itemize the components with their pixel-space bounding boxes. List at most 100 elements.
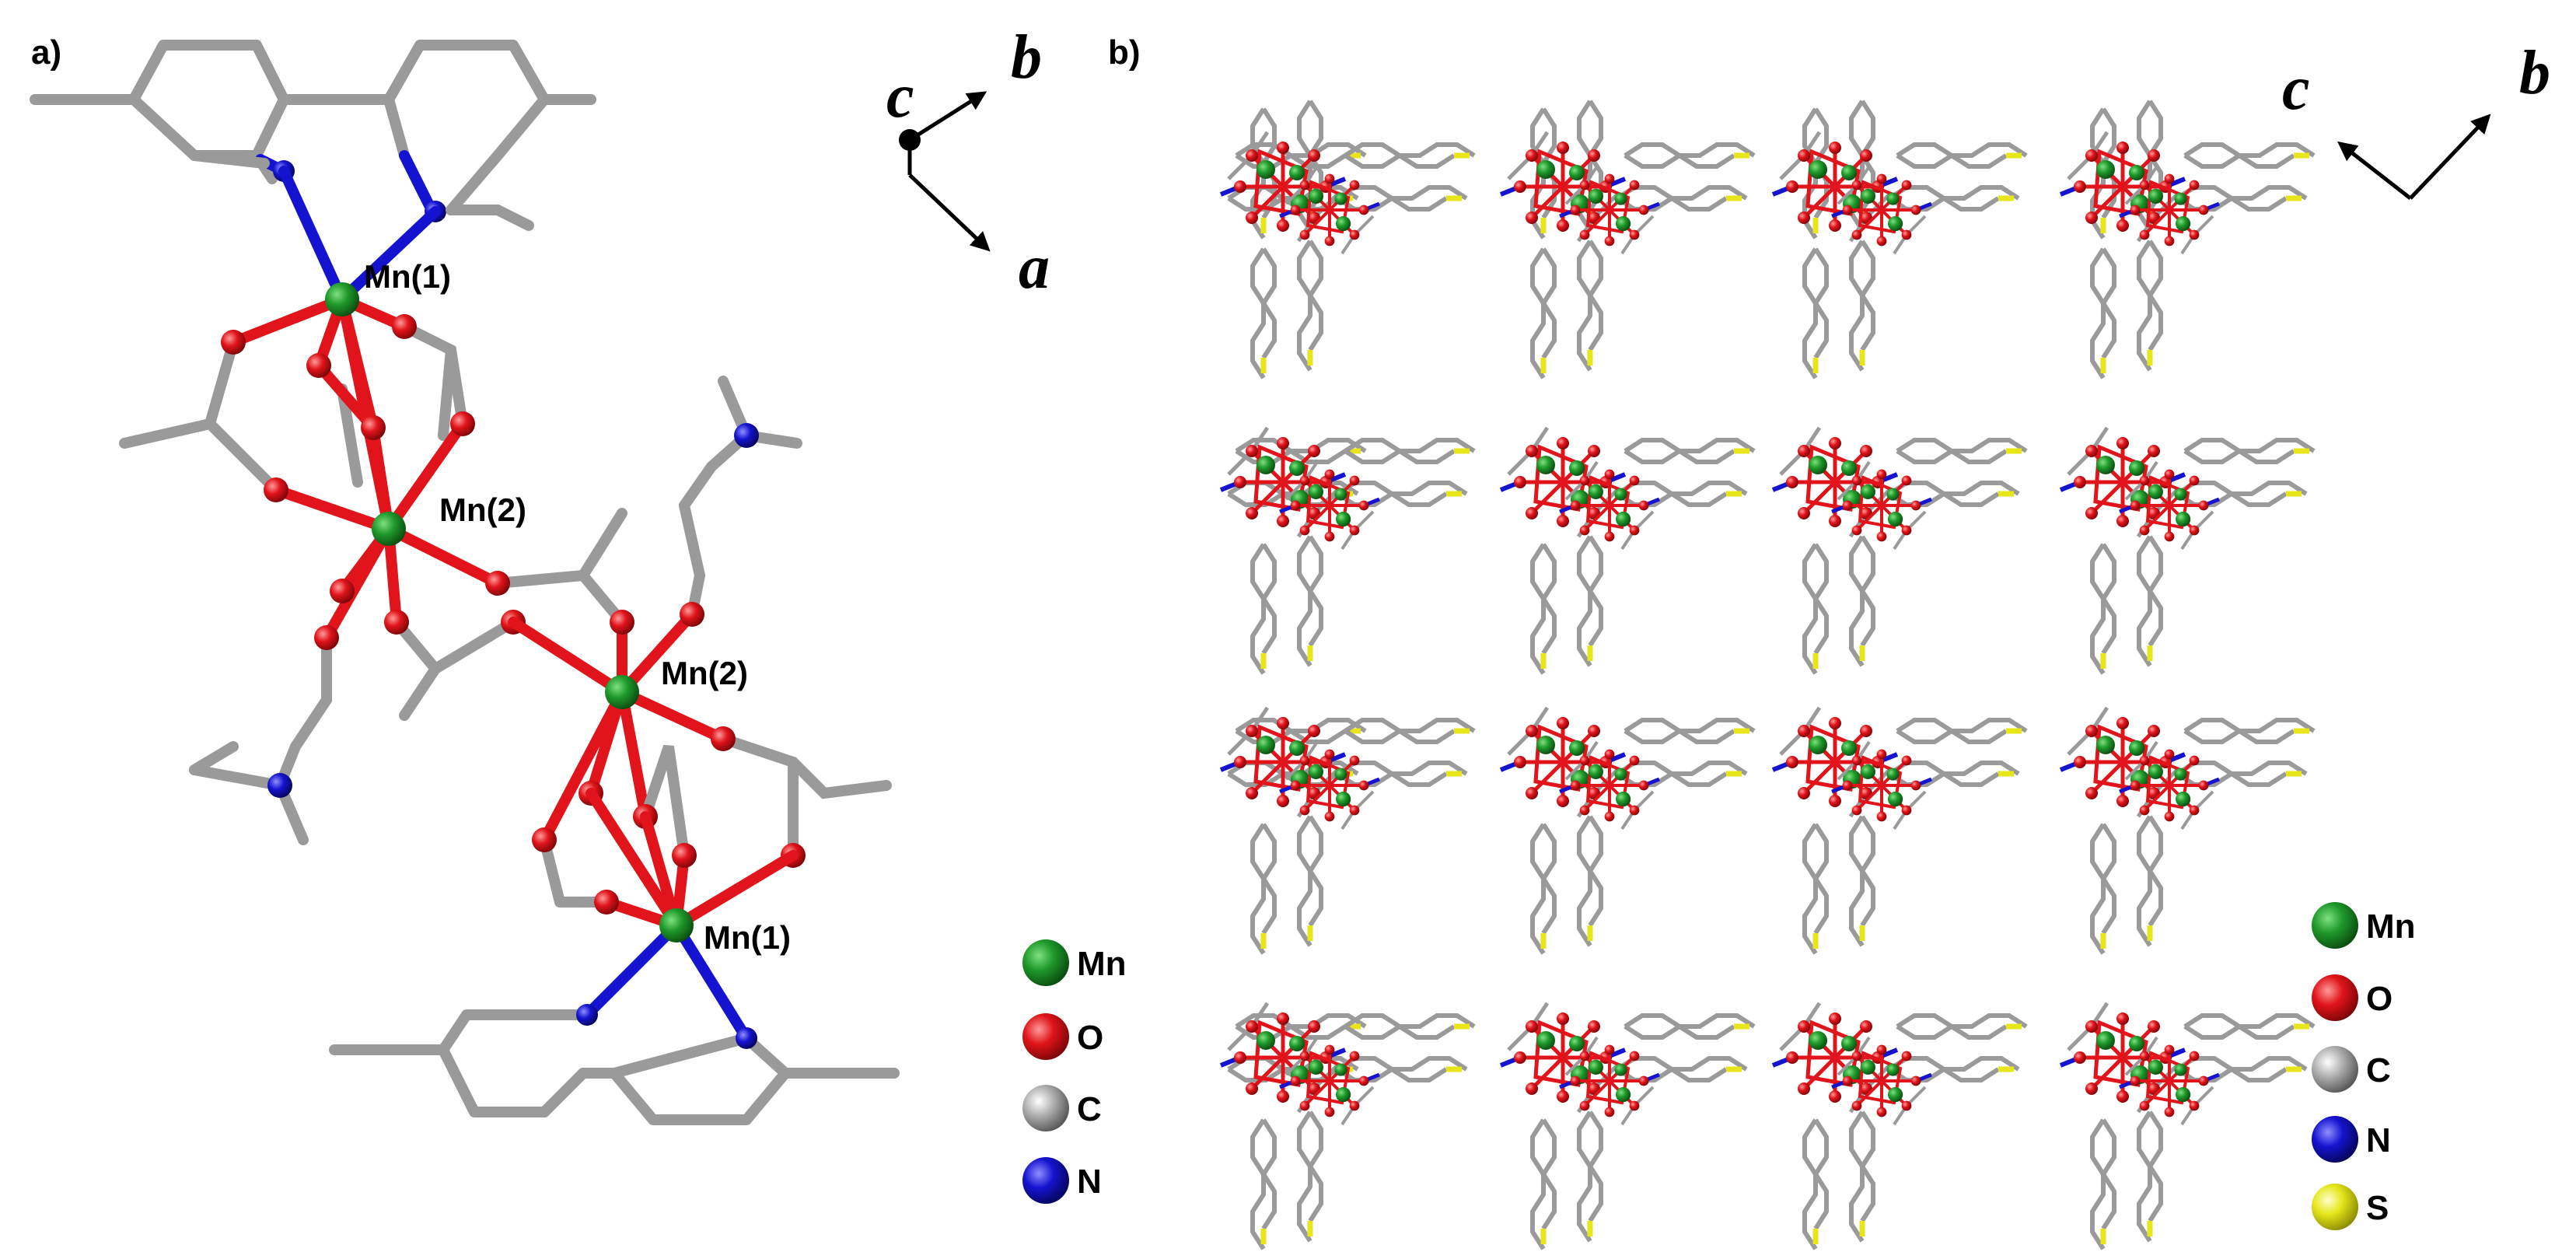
legend-item-n-a: N [1022, 1157, 1102, 1204]
panel-b-label: b) [1108, 33, 1141, 72]
legend-item-c-b: C [2312, 1046, 2391, 1093]
framework-linker-v [2092, 544, 2114, 673]
framework-linker-h [1889, 763, 2019, 785]
framework-linker-h [1889, 1058, 2019, 1080]
legend-item-c-a: C [1022, 1085, 1102, 1131]
framework-mn-cluster-node [1221, 428, 1345, 537]
framework-linker-v [1299, 817, 1321, 946]
framework-linker-h [2177, 187, 2306, 209]
framework-linker-v [1579, 241, 1601, 370]
framework-linker-h [2177, 483, 2306, 505]
framework-linker-h [1897, 145, 2026, 166]
mn2-upper-center [189, 508, 627, 845]
framework-mn-cluster-node [1501, 428, 1625, 537]
framework-linker-h [2185, 720, 2314, 742]
framework-mn-cluster-node [1773, 708, 1897, 817]
framework-linker-h [1625, 145, 1754, 166]
framework-linker-h [2177, 1058, 2306, 1080]
framework-mn-cluster-node [1501, 1003, 1625, 1112]
framework-linker-h [2185, 1016, 2314, 1037]
mn2-lower-center [508, 570, 892, 908]
panel-a-label: a) [31, 33, 61, 72]
framework-mn-cluster-node [1773, 1003, 1897, 1112]
framework-linker-v [1533, 824, 1554, 953]
framework-mn-cluster-node [1773, 132, 1897, 241]
svg-text:S: S [2366, 1189, 2389, 1227]
framework-linker-v [1805, 1120, 1826, 1249]
framework-linker-v [1851, 537, 1873, 666]
top-oxygen-network [119, 282, 475, 534]
framework-mn-cluster-node [2060, 708, 2185, 817]
framework-mn-cluster-node [1501, 132, 1625, 241]
framework-mn-cluster-node [1501, 708, 1625, 817]
top-bipyridine-ligand [30, 40, 596, 231]
framework-linker-v [1851, 1112, 1873, 1241]
framework-linker-v [1805, 249, 1826, 378]
legend-item-s-b: S [2312, 1184, 2389, 1230]
svg-text:Mn: Mn [1077, 945, 1127, 983]
framework-linker-h [1889, 483, 2019, 505]
framework-linker-v [1253, 544, 1274, 673]
framework-linker-v [1253, 249, 1274, 378]
legend-item-mn-b: Mn [2312, 902, 2416, 949]
framework-linker-v [1533, 1120, 1554, 1249]
axis-label-a-a: a [1019, 233, 1050, 302]
framework-linker-v [1805, 824, 1826, 953]
framework-linker-h [2185, 440, 2314, 462]
legend-item-mn-a: Mn [1022, 939, 1127, 986]
svg-text:Mn: Mn [2366, 908, 2416, 946]
framework-linker-h [1625, 720, 1754, 742]
framework-linker-v [2139, 241, 2161, 370]
framework-linker-h [2185, 145, 2314, 166]
svg-text:C: C [1077, 1090, 1102, 1128]
top-mn-n-bonds [278, 166, 441, 305]
atom-label-mn2-lower: Mn(2) [661, 655, 748, 691]
framework-mn-cluster-node [1221, 1003, 1345, 1112]
framework-linker-h [2177, 763, 2306, 785]
framework-mn-cluster-node [1221, 708, 1345, 817]
framework-linker-v [1533, 544, 1554, 673]
svg-text:O: O [1077, 1019, 1103, 1057]
framework-mn-cluster-node [1773, 428, 1897, 537]
legend-item-n-b: N [2312, 1116, 2391, 1163]
framework-linker-v [1851, 817, 1873, 946]
framework-linker-h [1617, 483, 1746, 505]
framework-linker-v [1253, 824, 1274, 953]
legend-item-o-b: O [2312, 974, 2392, 1021]
framework-linker-v [1851, 241, 1873, 370]
dimethylamine-fragments [189, 376, 802, 798]
framework-linker-h [1897, 1016, 2026, 1037]
framework-linker-v [1533, 249, 1554, 378]
atom-label-mn2-upper: Mn(2) [439, 491, 526, 528]
legend-panel-a: Mn O C N [1022, 939, 1127, 1204]
svg-text:N: N [2366, 1121, 2391, 1159]
legend-panel-b: Mn O C N S [2312, 902, 2416, 1230]
framework-linker-h [1625, 440, 1754, 462]
axis-label-b-a: b [1011, 23, 1042, 92]
axis-label-b-b: b [2519, 39, 2550, 107]
framework-linker-h [1617, 1058, 1746, 1080]
framework-linker-h [1625, 1016, 1754, 1037]
framework-linker-v [2139, 537, 2161, 666]
framework-linker-v [2092, 249, 2114, 378]
framework-linker-v [1299, 241, 1321, 370]
framework-mn-cluster-node [1221, 132, 1345, 241]
mn1-lower-center [554, 788, 799, 1044]
axis-indicator-b: c b [2282, 39, 2550, 200]
framework-linker-h [1897, 440, 2026, 462]
framework-linker-v [1253, 1120, 1274, 1249]
bottom-bipyridine-ligand [329, 1004, 900, 1125]
framework-linker-v [1299, 537, 1321, 666]
framework-linker-h [1889, 187, 2019, 209]
framework-linker-v [1579, 1112, 1601, 1241]
framework-linker-h [1617, 187, 1746, 209]
framework-mn-cluster-node [2060, 1003, 2185, 1112]
framework-linker-v [2139, 1112, 2161, 1241]
atom-label-mn1-lower: Mn(1) [704, 919, 791, 956]
framework-linker-v [1579, 817, 1601, 946]
framework-linker-h [1897, 720, 2026, 742]
framework-linker-v [1805, 544, 1826, 673]
framework-linker-v [2092, 824, 2114, 953]
framework-linker-v [1579, 537, 1601, 666]
